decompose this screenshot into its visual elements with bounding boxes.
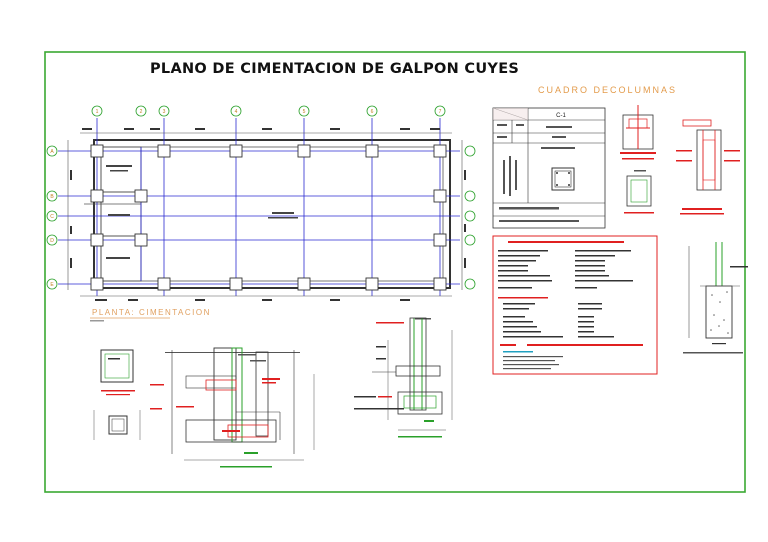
column-footing-section-center (354, 317, 453, 438)
grid-bubbles-rows: A B C D E (46, 145, 476, 290)
grid-row-d: D (50, 238, 54, 244)
grid-column-6: 6 (371, 109, 374, 115)
column-reinforcement-details (620, 105, 740, 215)
column-schedule-table: C-1 (492, 107, 606, 229)
column-section-small (93, 349, 141, 440)
column-footings (90, 144, 447, 291)
grid-column-2: 2 (140, 109, 143, 115)
grid-column-4: 4 (235, 109, 238, 115)
drawing-title: PLANO DE CIMENTACION DE GALPON CUYES (150, 61, 520, 77)
grid-column-7: 7 (439, 109, 442, 115)
grid-row-e: E (50, 282, 54, 288)
grid-row-a: A (50, 149, 54, 155)
footing-section-right (683, 242, 748, 354)
grid-column-1: 1 (96, 109, 99, 115)
grid-column-5: 5 (303, 109, 306, 115)
grid-lines (58, 118, 460, 296)
foundation-plan-label: PLANTA: CIMENTACION (92, 308, 211, 317)
column-type-label: C-1 (556, 113, 566, 119)
grid-row-b: B (50, 194, 54, 200)
grid-column-3: 3 (163, 109, 166, 115)
grid-bubbles-columns: 1 2 3 4 5 6 7 (91, 105, 446, 117)
sheet-border (44, 51, 746, 493)
technical-notes-box (492, 235, 658, 375)
grid-row-c: C (50, 214, 54, 220)
plan-outer-wall (93, 139, 451, 289)
foundation-plan (58, 118, 466, 322)
wall-footing-section (150, 347, 315, 468)
columns-table-title: CUADRO DECOLUMNAS (538, 85, 678, 95)
